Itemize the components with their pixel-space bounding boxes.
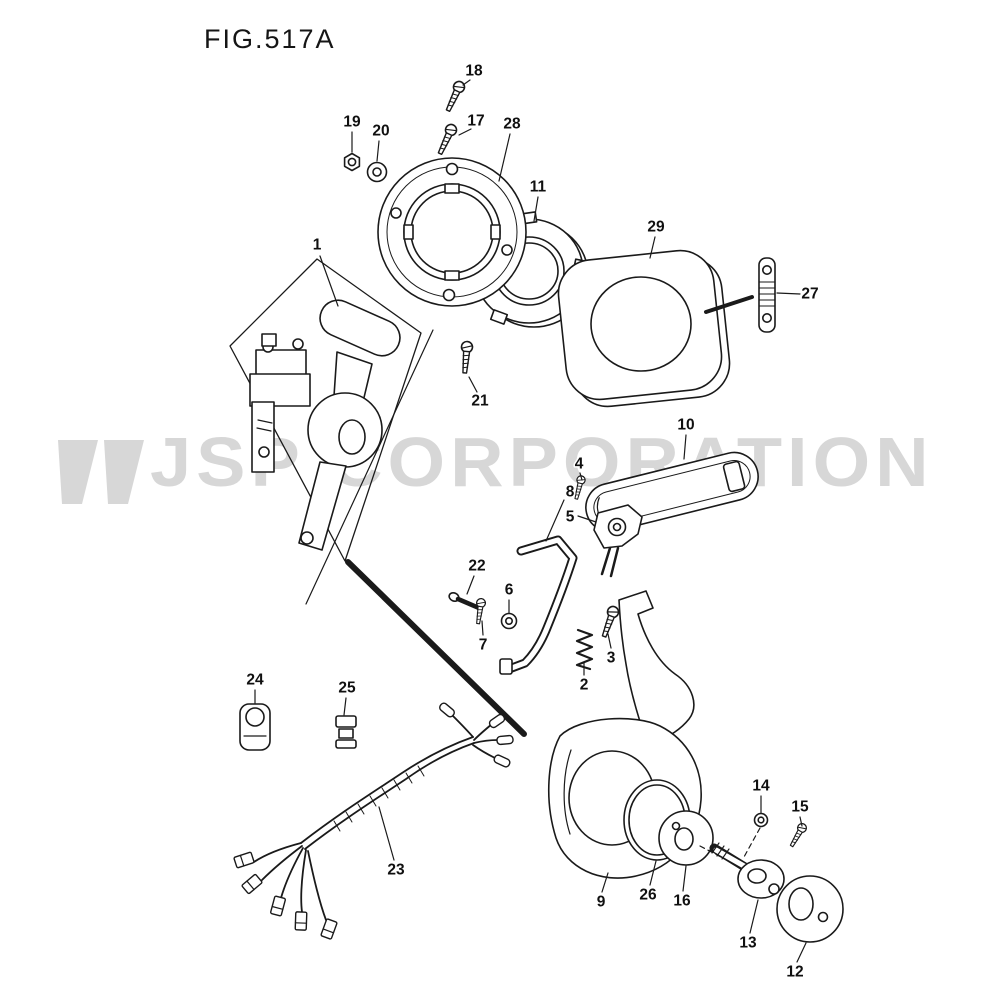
washer-14 [753, 812, 769, 828]
leader-line-7 [481, 620, 484, 636]
part-label-19: 19 [343, 114, 361, 131]
clip-25 [335, 715, 357, 749]
leader-line-9 [601, 872, 609, 893]
cable-end-24 [239, 703, 271, 751]
leader-line-23 [378, 806, 395, 861]
knob-12 [776, 875, 844, 943]
panel-to-fastener-line [704, 295, 754, 314]
leader-line-5 [577, 515, 597, 523]
fastener-strip [758, 257, 776, 333]
leader-line-4 [579, 472, 583, 481]
watermark: JSP CORPORATION [0, 420, 1000, 520]
pin-22 [448, 592, 482, 611]
part-label-13: 13 [739, 935, 757, 952]
leader-line-1 [319, 255, 339, 307]
part-label-23: 23 [387, 862, 405, 879]
washer-20 [366, 161, 388, 183]
leader-line-25 [343, 697, 347, 716]
part-label-3: 3 [607, 650, 616, 667]
screw-17 [434, 121, 460, 157]
part-label-4: 4 [575, 456, 584, 473]
leader-line-28 [498, 133, 511, 182]
part-label-2: 2 [580, 677, 589, 694]
leader-line-12 [796, 942, 807, 963]
wire-harness [232, 700, 515, 941]
construction-lines [305, 329, 527, 737]
leader-line-17 [458, 128, 472, 136]
part-label-8: 8 [566, 484, 575, 501]
leader-line-29 [649, 236, 656, 259]
dashed-line-14-13 [743, 827, 761, 858]
leader-line-20 [376, 140, 380, 162]
part-label-15: 15 [791, 799, 809, 816]
leader-line-15 [799, 816, 803, 827]
part-label-29: 29 [647, 219, 665, 236]
leader-line-10 [683, 434, 687, 460]
leader-line-3 [607, 633, 612, 649]
part-label-7: 7 [479, 637, 488, 654]
leader-line-16 [682, 865, 687, 892]
bracket-strip [499, 535, 578, 675]
part-label-10: 10 [677, 417, 694, 434]
screw-21 [458, 340, 474, 375]
control-head-assembly [249, 299, 401, 551]
mounting-plate [377, 157, 527, 307]
part-label-14: 14 [752, 778, 770, 795]
screw-3 [598, 604, 621, 640]
leader-line-27 [776, 292, 801, 295]
part-label-17: 17 [467, 113, 484, 130]
part-label-16: 16 [673, 893, 691, 910]
part-label-25: 25 [338, 680, 356, 697]
leader-line-8 [545, 499, 565, 542]
watermark-text: JSP CORPORATION [150, 422, 934, 501]
leader-line-18 [462, 79, 471, 86]
part-label-18: 18 [465, 63, 483, 80]
part-label-6: 6 [505, 582, 514, 599]
nut-19 [343, 152, 361, 172]
part-label-11: 11 [530, 179, 547, 196]
shaft-cap-13 [709, 842, 785, 899]
leader-line-11 [533, 196, 539, 222]
screw-15 [787, 821, 809, 849]
part-label-12: 12 [786, 964, 803, 981]
part-label-20: 20 [372, 123, 389, 140]
part-label-1: 1 [313, 237, 322, 254]
part-label-21: 21 [471, 393, 489, 410]
part-label-5: 5 [566, 509, 575, 526]
leader-line-21 [468, 376, 478, 393]
figure-title: FIG.517A [204, 24, 336, 54]
control-head-box [229, 258, 422, 562]
part-label-27: 27 [801, 286, 818, 303]
latch-key [593, 504, 643, 578]
part-label-26: 26 [639, 887, 657, 904]
part-label-9: 9 [597, 894, 606, 911]
disc-16 [658, 810, 714, 866]
screw-4 [571, 474, 587, 501]
part-label-24: 24 [246, 672, 264, 689]
leader-line-13 [749, 899, 759, 934]
jsp-logo-mark [58, 440, 144, 504]
part-label-22: 22 [468, 558, 485, 575]
washer-6 [500, 612, 518, 630]
spring [575, 628, 594, 671]
screw-7 [473, 597, 487, 625]
leader-line-22 [466, 575, 475, 595]
leader-lines [254, 79, 807, 963]
part-label-28: 28 [503, 116, 521, 133]
leader-line-26 [649, 860, 657, 886]
mount-panel [557, 249, 731, 408]
